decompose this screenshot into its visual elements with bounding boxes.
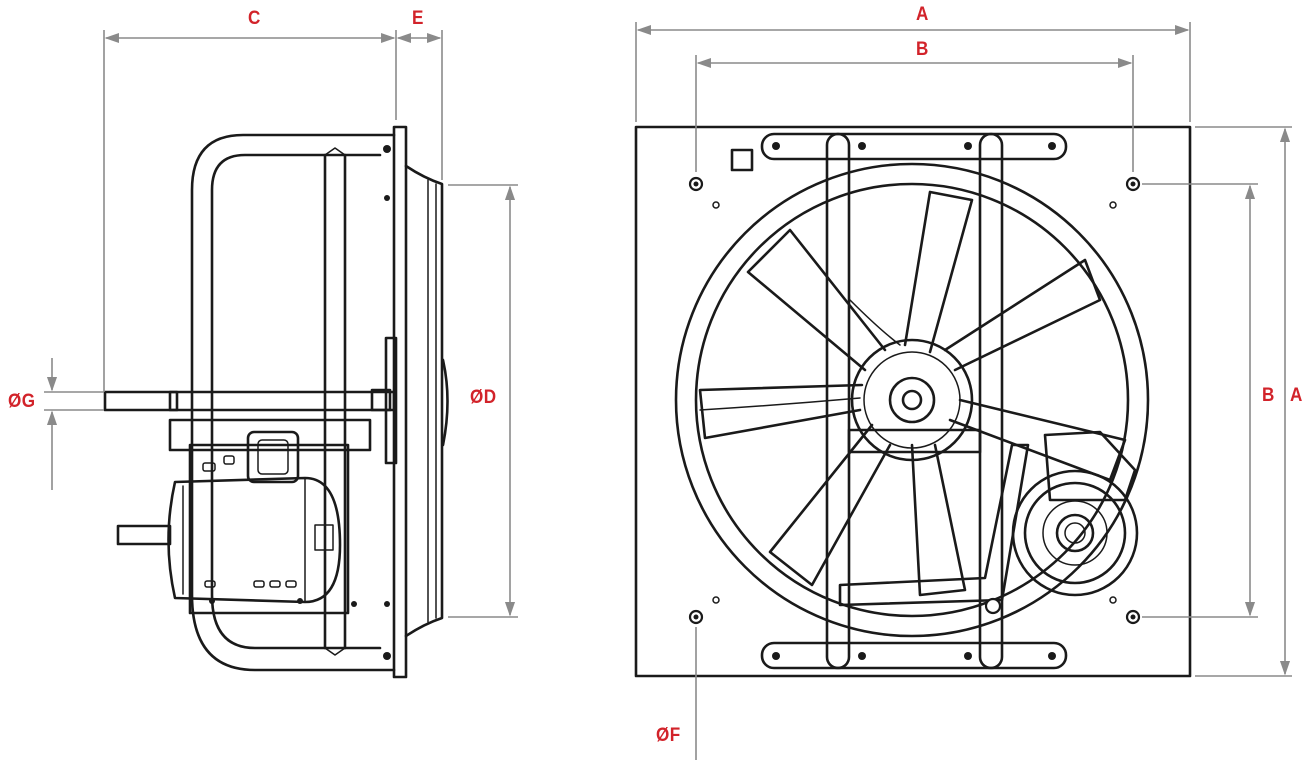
side-dimensions: [44, 30, 518, 618]
label-c: C: [248, 8, 261, 29]
label-a-right: A: [1290, 385, 1303, 406]
side-guard-outer: [190, 133, 396, 672]
front-bottom-strip: [760, 641, 1068, 670]
front-top-strip: [760, 132, 1068, 161]
side-motor-shaft: [116, 524, 172, 546]
front-guard-bar-right: [978, 132, 1004, 670]
front-blades: [698, 190, 1127, 597]
front-motor-arm: [838, 443, 1030, 607]
front-motor: [1011, 469, 1139, 597]
side-view: [103, 125, 449, 679]
front-guard-bar-left: [825, 132, 851, 670]
label-b-top: B: [916, 39, 929, 60]
side-shaft: [103, 390, 179, 412]
label-g: ØG: [8, 391, 36, 412]
label-f: ØF: [656, 725, 681, 746]
front-view: [634, 125, 1192, 678]
front-dimensions: [635, 22, 1292, 760]
side-motor-mount: [188, 443, 350, 615]
front-venturi-outer: [674, 162, 1150, 638]
front-hub: [850, 338, 974, 462]
label-a-top: A: [916, 4, 929, 25]
label-b-right: B: [1262, 385, 1275, 406]
front-venturi-inner: [694, 182, 1130, 618]
side-motor: [167, 476, 342, 604]
label-e: E: [412, 8, 424, 29]
front-cross-brace: [847, 428, 982, 454]
front-mounting-plate: [634, 125, 1192, 678]
side-venturi: [404, 164, 444, 638]
label-d: ØD: [470, 387, 497, 408]
side-blade-tip: [441, 358, 449, 447]
